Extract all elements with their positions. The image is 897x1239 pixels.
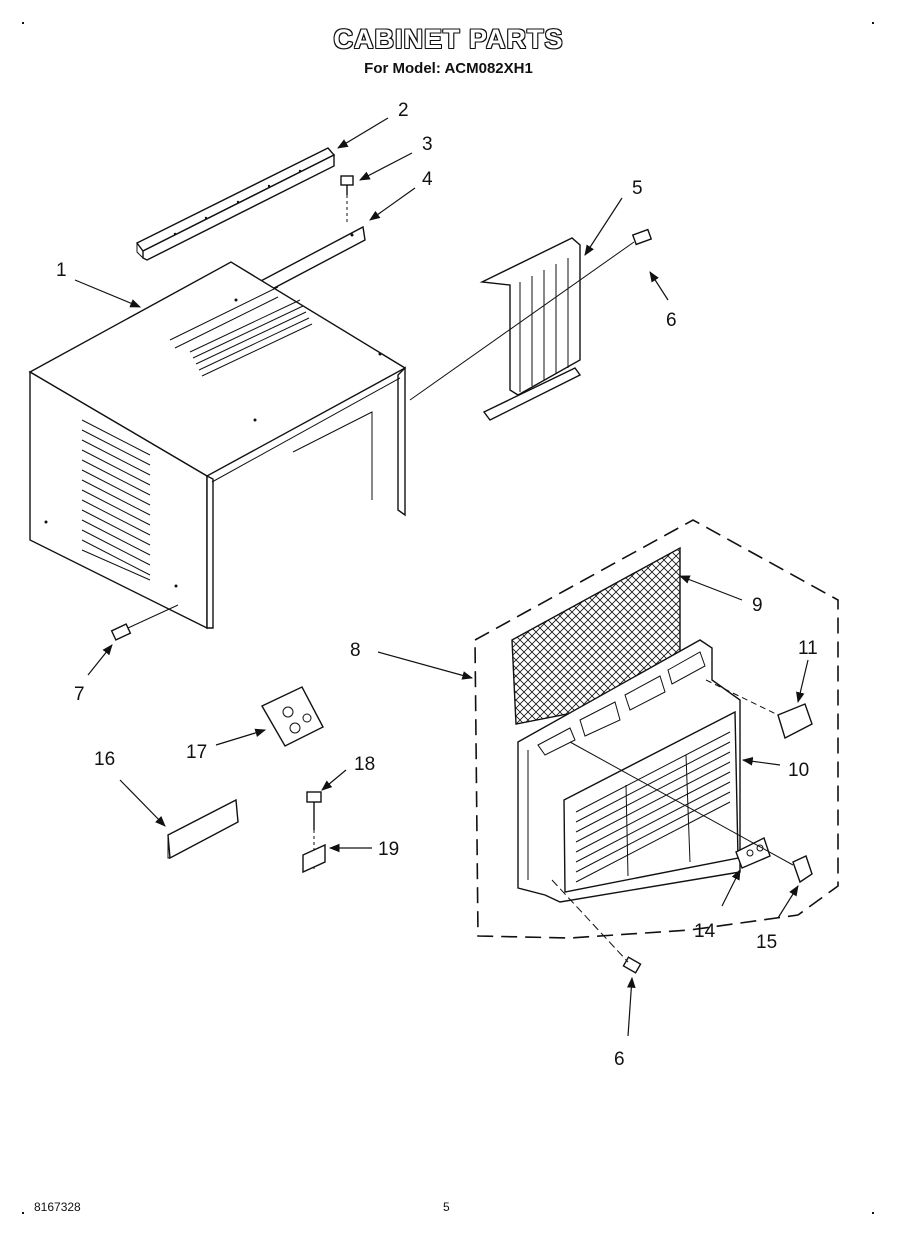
callout-labels: 1 2 3 4 5 6 7 8 9 10 11 14 15 16 17 18 1… xyxy=(56,100,818,1070)
part-cabinet xyxy=(28,261,407,630)
part-15 xyxy=(569,741,813,884)
part-screw-7 xyxy=(110,604,179,641)
callout-17: 17 xyxy=(186,742,207,763)
callout-4: 4 xyxy=(422,169,433,190)
model-subtitle: For Model: ACM082XH1 xyxy=(364,60,533,77)
part-top-rail xyxy=(135,147,336,261)
callout-14: 14 xyxy=(694,921,716,942)
callout-9: 9 xyxy=(752,595,763,616)
part-screw-3 xyxy=(340,175,354,225)
part-11 xyxy=(705,679,813,740)
callout-16: 16 xyxy=(94,749,115,770)
callout-8: 8 xyxy=(350,640,361,661)
callout-7: 7 xyxy=(74,684,85,705)
document-number: 8167328 xyxy=(34,1200,81,1214)
part-14 xyxy=(735,837,771,869)
callout-19: 19 xyxy=(378,839,399,860)
callout-5: 5 xyxy=(632,178,643,199)
callout-15: 15 xyxy=(756,932,777,953)
callout-18: 18 xyxy=(354,754,375,775)
page-number: 5 xyxy=(443,1200,450,1214)
part-strip-16 xyxy=(167,798,239,860)
part-screw-6-top xyxy=(409,228,653,401)
leader-lines xyxy=(74,117,809,1037)
part-screw-6-bottom xyxy=(551,879,642,974)
callout-6-top: 6 xyxy=(666,310,677,331)
part-control-bracket xyxy=(261,686,324,747)
callout-10: 10 xyxy=(788,760,809,781)
part-front-assembly-boundary xyxy=(474,519,839,939)
registration-marks xyxy=(22,22,874,1214)
part-bracket-strip xyxy=(256,225,366,298)
part-front-grille xyxy=(517,639,741,903)
callout-6-bottom: 6 xyxy=(614,1049,625,1070)
part-side-curtain xyxy=(479,237,582,421)
callout-1: 1 xyxy=(56,260,67,281)
callout-2: 2 xyxy=(398,100,409,121)
part-clip-19 xyxy=(302,843,326,874)
page-title: CABINET PARTS xyxy=(333,24,564,54)
callout-3: 3 xyxy=(422,134,433,155)
callout-11: 11 xyxy=(798,638,818,659)
